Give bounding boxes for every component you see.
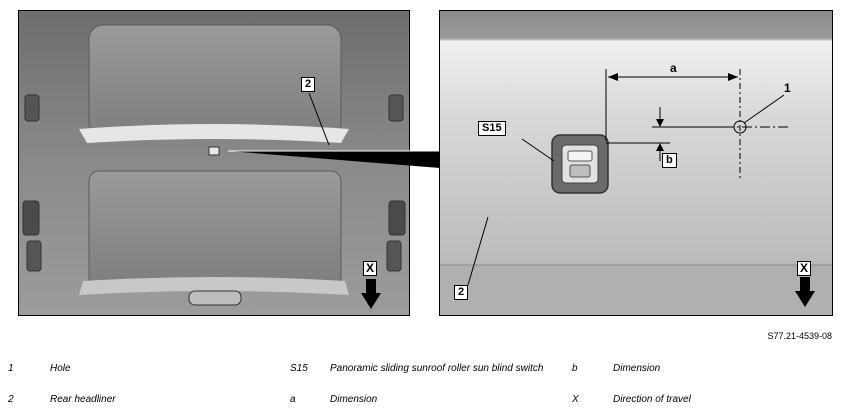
legend-key-x: X [572, 394, 579, 405]
legend-text-1: Hole [50, 363, 71, 374]
legend-key-2: 2 [8, 394, 14, 405]
callout-1-hole: 1 [784, 81, 791, 95]
headliner-overview-drawing [19, 11, 409, 315]
dimension-a-label: a [670, 61, 677, 75]
legend-key-s15: S15 [290, 363, 308, 374]
legend-key-b: b [572, 363, 578, 374]
legend-text-s15: Panoramic sliding sunroof roller sun bli… [330, 363, 544, 374]
callout-s15: S15 [478, 121, 506, 136]
legend-row-2: 2 Rear headliner a Dimension X Direction… [8, 394, 838, 408]
legend-text-a: Dimension [330, 394, 378, 405]
callout-2-left: 2 [301, 77, 316, 92]
legend-text-x: Direction of travel [613, 394, 691, 405]
detail-panel: S15 a b 1 2 X [439, 10, 833, 316]
legend-text-2: Rear headliner [50, 394, 116, 405]
direction-label-right: X [797, 261, 812, 276]
dimension-b-label: b [662, 153, 677, 168]
callout-2-right: 2 [454, 285, 469, 300]
legend-text-b: Dimension [613, 363, 661, 374]
figure-code: S77.21-4539-08 [767, 331, 832, 341]
legend-row-1: 1 Hole S15 Panoramic sliding sunroof rol… [8, 363, 838, 393]
switch-detail-drawing [440, 11, 832, 315]
legend-key-1: 1 [8, 363, 14, 374]
overview-panel: 2 X [18, 10, 410, 316]
direction-label-left: X [363, 261, 378, 276]
legend-key-a: a [290, 394, 296, 405]
